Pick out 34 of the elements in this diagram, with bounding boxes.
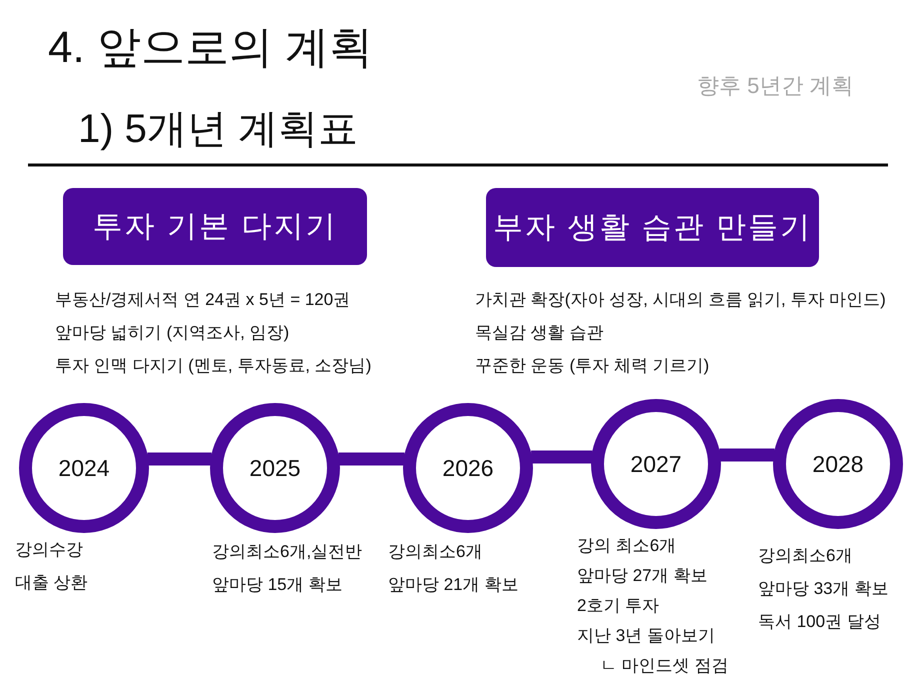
plan-item: 앞마당 33개 확보 xyxy=(758,578,888,600)
plan-item: 2호기 투자 xyxy=(577,595,660,617)
year-circle: 2025 xyxy=(210,403,340,533)
plan-item: ㄴ 마인드셋 점검 xyxy=(600,655,728,677)
plan-item: 앞마당 넓히기 (지역조사, 임장) xyxy=(55,322,290,344)
plan-item: 강의최소6개,실전반 xyxy=(212,541,362,563)
plan-item: 지난 3년 돌아보기 xyxy=(577,625,715,647)
plan-item: 가치관 확장(자아 성장, 시대의 흐름 읽기, 투자 마인드) xyxy=(475,289,886,311)
heading-box: 부자 생활 습관 만들기 xyxy=(486,188,819,267)
plan-item: 독서 100권 달성 xyxy=(758,611,881,633)
plan-item: 앞마당 21개 확보 xyxy=(388,574,518,596)
plan-item: 꾸준한 운동 (투자 체력 기르기) xyxy=(475,355,710,377)
subtitle: 1) 5개년 계획표 xyxy=(78,106,358,153)
plan-item: 앞마당 15개 확보 xyxy=(212,574,342,596)
title: 4. 앞으로의 계획 xyxy=(48,22,374,74)
connector-bar xyxy=(531,450,592,464)
heading-box: 투자 기본 다지기 xyxy=(63,188,367,265)
plan-item: 강의수강 xyxy=(15,539,83,561)
plan-item: 투자 인맥 다지기 (멘토, 투자동료, 소장님) xyxy=(55,355,372,377)
year-circle: 2028 xyxy=(773,399,903,529)
plan-item: 목실감 생활 습관 xyxy=(475,322,604,344)
year-circle: 2024 xyxy=(19,403,149,533)
year-circle: 2026 xyxy=(403,403,533,533)
year-circle: 2027 xyxy=(591,399,721,529)
connector-bar xyxy=(338,452,405,466)
plan-item: 강의최소6개 xyxy=(758,545,852,567)
plan-item: 강의최소6개 xyxy=(388,541,482,563)
plan-item: 대출 상환 xyxy=(15,572,88,594)
connector-bar xyxy=(147,452,212,466)
plan-item: 강의 최소6개 xyxy=(577,535,676,557)
plan-item: 부동산/경제서적 연 24권 x 5년 = 120권 xyxy=(55,289,350,311)
plan-item: 앞마당 27개 확보 xyxy=(577,565,708,587)
note-text: 향후 5년간 계획 xyxy=(697,72,854,100)
connector-bar xyxy=(719,448,775,462)
